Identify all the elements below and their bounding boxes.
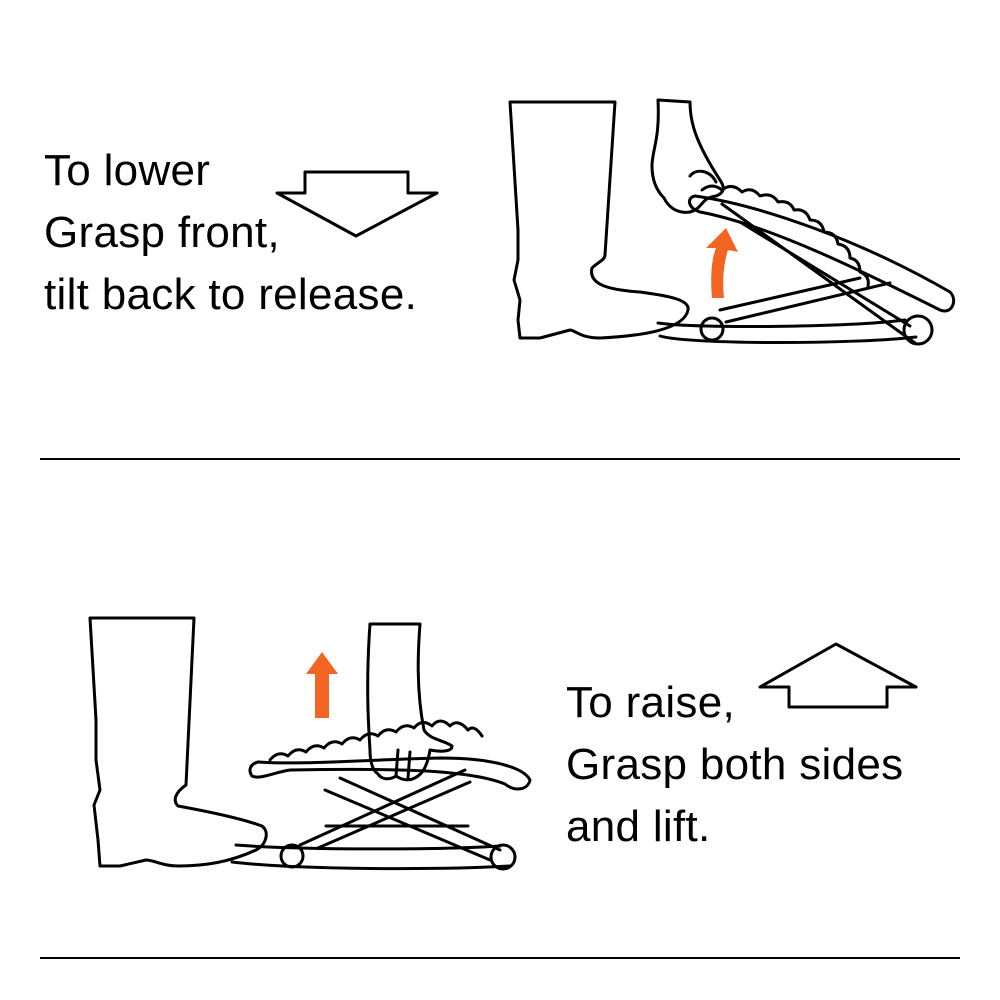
lower-line-2: Grasp front,: [44, 208, 280, 257]
boot-icon: [508, 100, 690, 340]
footrest-icon: [656, 184, 956, 346]
section-divider: [40, 458, 960, 460]
section-divider: [40, 957, 960, 959]
lower-instructions: To lower Grasp front, tilt back to relea…: [44, 140, 417, 326]
boot-icon: [88, 616, 268, 868]
arrow-up-icon: [306, 652, 338, 718]
lower-line-1: To lower: [44, 146, 211, 195]
raise-line-3: and lift.: [566, 802, 711, 851]
raise-line-1: To raise,: [566, 678, 735, 727]
footrest-icon: [230, 719, 532, 871]
raise-instructions: To raise, Grasp both sides and lift.: [566, 672, 903, 858]
raise-line-2: Grasp both sides: [566, 740, 904, 789]
arrow-down-outline-icon: [275, 170, 439, 238]
lower-line-3: tilt back to release.: [44, 270, 418, 319]
hand-icon: [366, 622, 454, 782]
hand-icon: [650, 98, 725, 214]
arrow-up-outline-icon: [758, 642, 918, 709]
arrow-curved-up-icon: [706, 228, 738, 298]
